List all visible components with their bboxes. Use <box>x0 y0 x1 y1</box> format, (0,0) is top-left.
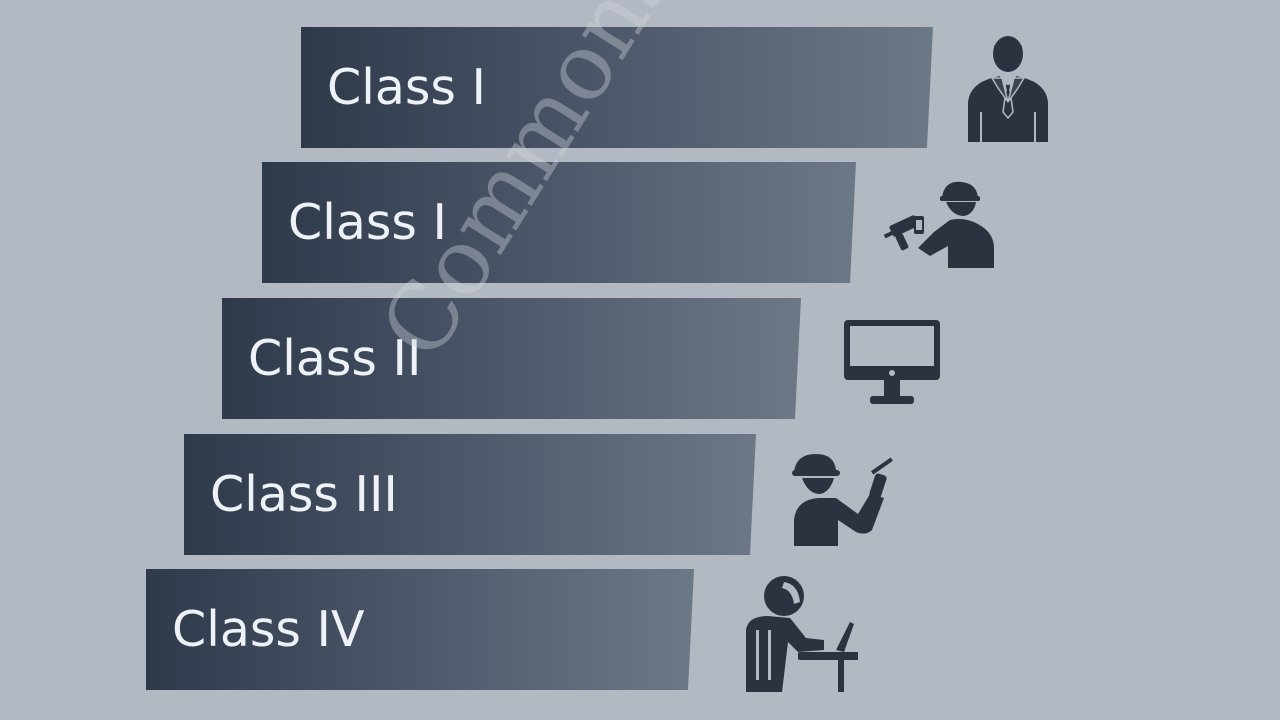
class-label: Class II <box>248 330 422 387</box>
worker-with-drill-icon <box>883 181 994 268</box>
class-label: Class I <box>327 59 486 116</box>
class-label: Class I <box>288 194 447 251</box>
class-bar-4: Class III <box>184 434 756 555</box>
class-label: Class IV <box>172 601 365 658</box>
class-label: Class III <box>210 466 398 523</box>
businessman-icon <box>968 36 1048 142</box>
class-bar-2: Class I <box>262 162 856 283</box>
class-bar-5: Class IV <box>146 569 694 690</box>
computer-monitor-icon <box>844 320 940 404</box>
worker-with-tool-icon <box>792 454 893 546</box>
class-bar-1: Class I <box>301 27 933 148</box>
class-bar-3: Class II <box>222 298 801 419</box>
worker-at-laptop-icon <box>746 576 858 692</box>
